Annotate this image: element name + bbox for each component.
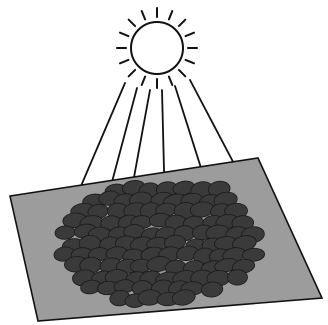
sun-corona-ray <box>120 33 128 36</box>
sun-corona-ray <box>186 33 194 36</box>
sun-corona-ray <box>129 70 135 76</box>
sun-disk <box>131 22 183 74</box>
sun-corona-ray <box>169 11 172 19</box>
sun <box>117 8 197 88</box>
sun-corona-ray <box>129 20 135 26</box>
sun-corona-ray <box>179 70 185 76</box>
sun-corona-ray <box>142 11 145 19</box>
sun-corona-ray <box>120 60 128 63</box>
light-ray <box>190 80 240 175</box>
sun-corona-ray <box>186 60 194 63</box>
particle <box>227 269 248 285</box>
sun-corona-ray <box>142 77 145 85</box>
sun-corona-ray <box>179 20 185 26</box>
sun-corona-ray <box>169 77 172 85</box>
